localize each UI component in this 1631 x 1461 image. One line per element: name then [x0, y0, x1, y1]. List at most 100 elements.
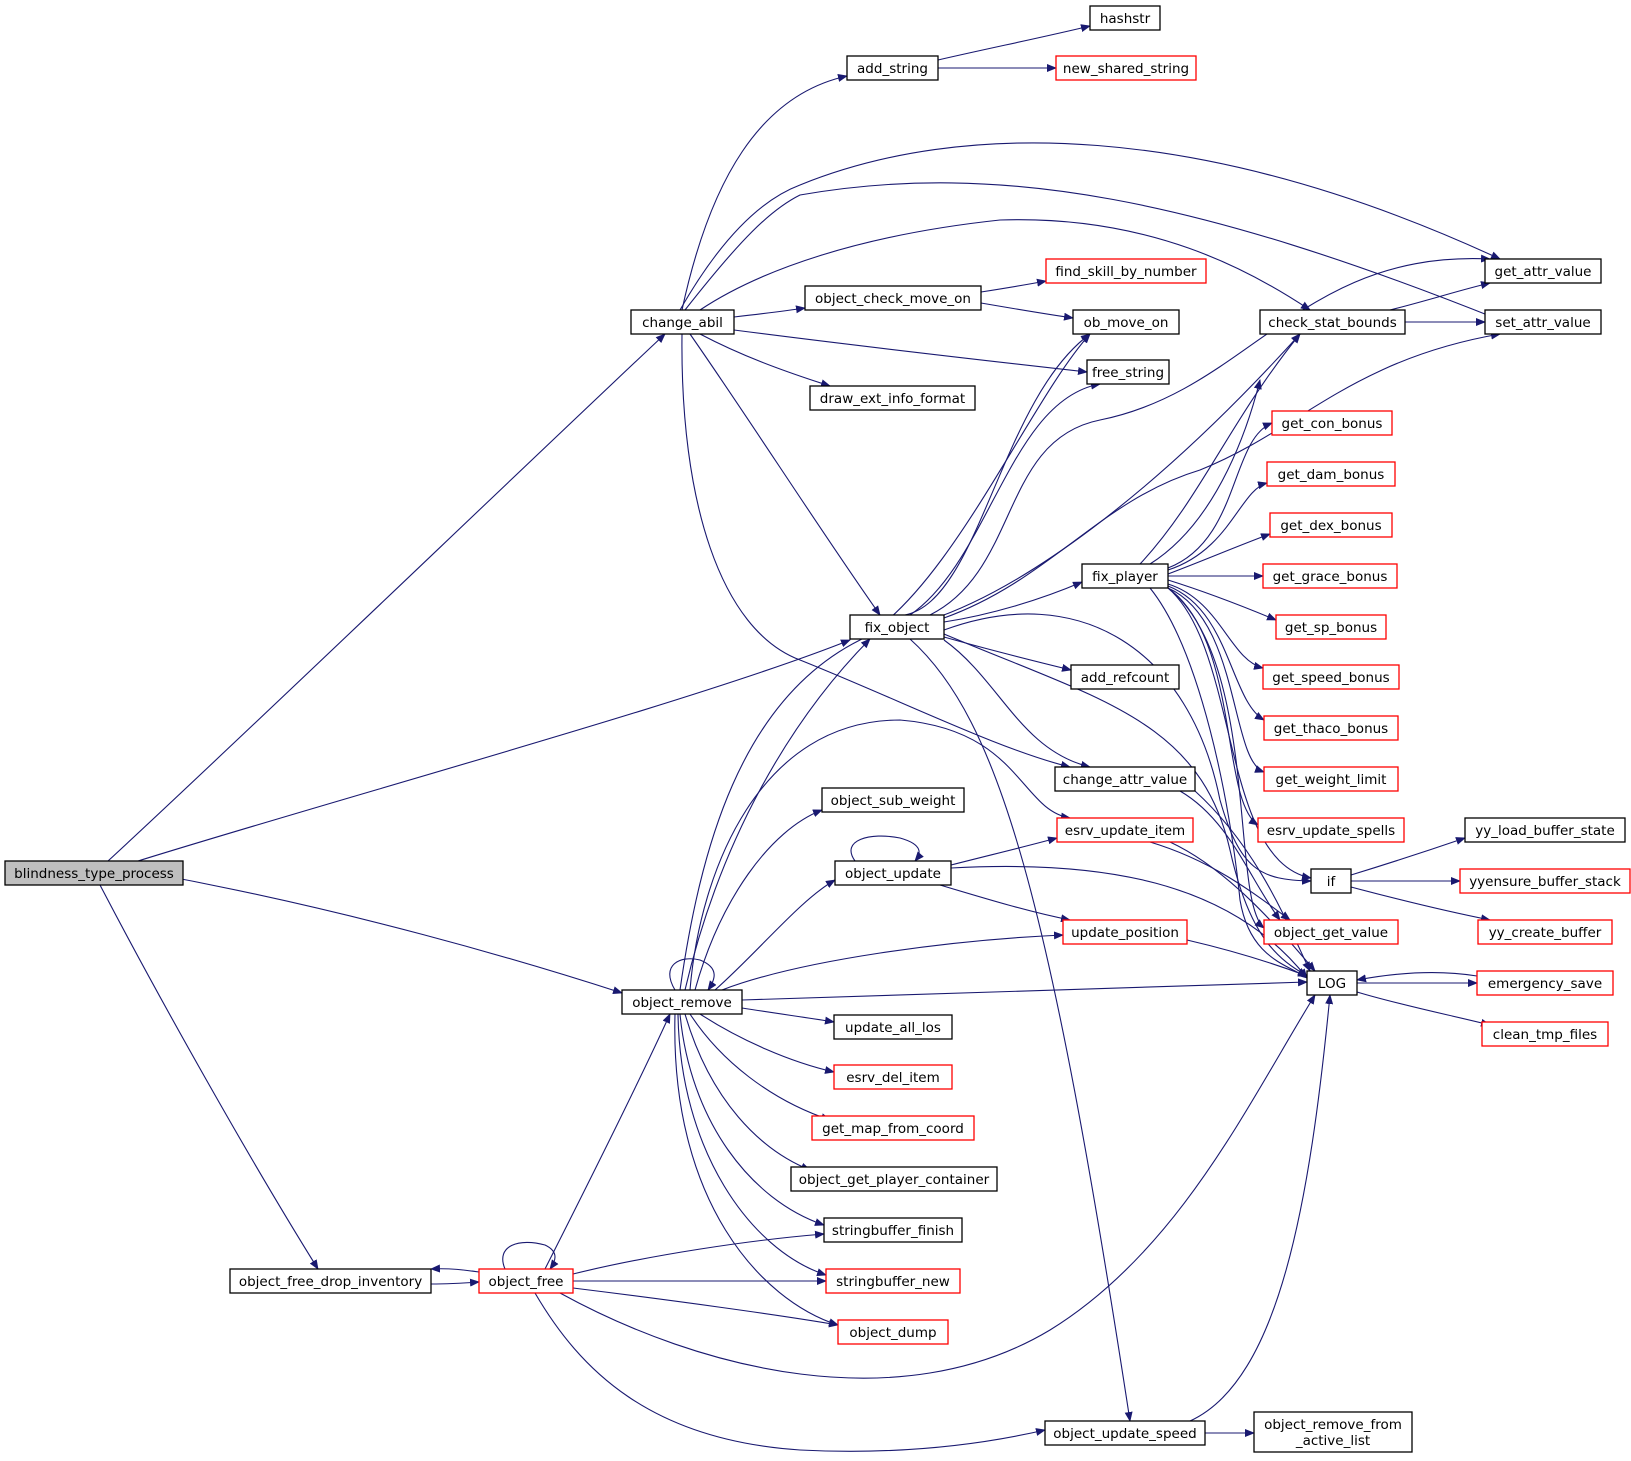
node-box: [1263, 919, 1399, 945]
node-update_all_los[interactable]: update_all_los: [833, 1014, 953, 1040]
node-free_string[interactable]: free_string: [1086, 359, 1170, 385]
node-box: [1054, 766, 1196, 792]
edge-change_abil-to-fix_object: [689, 333, 881, 616]
node-object_sub_weight[interactable]: object_sub_weight: [821, 787, 965, 813]
node-set_attr_value[interactable]: set_attr_value: [1484, 309, 1602, 335]
node-yy_create_buffer[interactable]: yy_create_buffer: [1477, 919, 1613, 945]
node-get_thaco_bonus[interactable]: get_thaco_bonus: [1263, 715, 1399, 741]
node-get_con_bonus[interactable]: get_con_bonus: [1271, 410, 1393, 436]
node-label: yy_load_buffer_state: [1475, 823, 1615, 839]
node-label: object_dump: [849, 1325, 936, 1341]
edge-object_remove-to-stringbuffer_new: [677, 1013, 827, 1276]
node-label: blindness_type_process: [14, 866, 174, 882]
node-get_attr_value[interactable]: get_attr_value: [1484, 258, 1602, 284]
node-box: [4, 860, 184, 886]
node-object_remove_from_active_list[interactable]: object_remove_from_active_list: [1253, 1411, 1413, 1453]
node-if[interactable]: if: [1310, 868, 1352, 894]
node-label: update_position: [1071, 925, 1179, 941]
node-get_dex_bonus[interactable]: get_dex_bonus: [1269, 512, 1393, 538]
edge-blindness_type_process-to-object_free_drop_inventory: [99, 884, 319, 1270]
node-object_get_player_container[interactable]: object_get_player_container: [790, 1166, 998, 1192]
node-hashstr[interactable]: hashstr: [1089, 5, 1161, 31]
call-edges: [99, 24, 1501, 1452]
edge-fix_player-to-get_thaco_bonus: [1167, 585, 1265, 721]
node-fix_object[interactable]: fix_object: [849, 614, 945, 640]
node-label: object_sub_weight: [831, 793, 956, 809]
node-box: [1257, 817, 1405, 843]
node-blindness_type_process[interactable]: blindness_type_process: [4, 860, 184, 886]
node-get_speed_bonus[interactable]: get_speed_bonus: [1262, 664, 1400, 690]
node-box: [1070, 664, 1180, 690]
node-clean_tmp_files[interactable]: clean_tmp_files: [1481, 1021, 1609, 1047]
node-object_get_value[interactable]: object_get_value: [1263, 919, 1399, 945]
node-add_string[interactable]: add_string: [846, 55, 939, 81]
node-label: object_update: [845, 866, 941, 882]
edge-change_abil-to-change_attr_value: [681, 333, 1071, 769]
node-box: [1310, 868, 1352, 894]
node-label: object_update_speed: [1053, 1426, 1196, 1442]
node-get_weight_limit[interactable]: get_weight_limit: [1263, 766, 1399, 792]
node-add_refcount[interactable]: add_refcount: [1070, 664, 1180, 690]
node-LOG[interactable]: LOG: [1306, 970, 1358, 996]
node-box: [1089, 5, 1161, 31]
node-box: [1263, 766, 1399, 792]
node-esrv_update_spells[interactable]: esrv_update_spells: [1257, 817, 1405, 843]
node-label: object_get_value: [1274, 925, 1388, 941]
edge-object_remove-to-stringbuffer_finish: [679, 1013, 825, 1226]
node-get_sp_bonus[interactable]: get_sp_bonus: [1275, 614, 1387, 640]
node-ob_move_on[interactable]: ob_move_on: [1072, 309, 1180, 335]
edge-add_string-to-hashstr: [937, 24, 1091, 61]
node-object_update[interactable]: object_update: [834, 860, 952, 886]
node-object_remove[interactable]: object_remove: [621, 989, 743, 1015]
node-get_grace_bonus[interactable]: get_grace_bonus: [1262, 563, 1398, 589]
node-box: [834, 860, 952, 886]
node-label: get_attr_value: [1495, 264, 1592, 280]
node-esrv_del_item[interactable]: esrv_del_item: [833, 1064, 953, 1090]
edge-object_remove-to-fix_object: [684, 638, 871, 991]
node-esrv_update_item[interactable]: esrv_update_item: [1056, 817, 1194, 843]
edge-fix_player-to-set_attr_value: [1149, 379, 1262, 565]
node-change_attr_value[interactable]: change_attr_value: [1054, 766, 1196, 792]
edge-if-to-yy_create_buffer: [1350, 886, 1491, 923]
node-draw_ext_info_format[interactable]: draw_ext_info_format: [809, 385, 976, 411]
node-stringbuffer_finish[interactable]: stringbuffer_finish: [823, 1217, 963, 1243]
edge-esrv_update_item-to-LOG: [1169, 841, 1316, 972]
node-label: yyensure_buffer_stack: [1469, 874, 1621, 890]
node-change_abil[interactable]: change_abil: [630, 309, 735, 335]
node-box: [1262, 664, 1400, 690]
node-box: [1269, 512, 1393, 538]
edge-fix_object-to-free_string: [909, 381, 1101, 616]
node-emergency_save[interactable]: emergency_save: [1476, 970, 1614, 996]
node-find_skill_by_number[interactable]: find_skill_by_number: [1045, 258, 1207, 284]
edge-change_abil-to-object_check_move_on: [733, 305, 806, 318]
edge-fix_object-to-set_attr_value: [943, 331, 1501, 619]
node-label: if: [1327, 874, 1337, 890]
edge-esrv_update_item-to-object_get_value: [1149, 841, 1291, 921]
node-label: stringbuffer_new: [836, 1274, 950, 1290]
node-object_dump[interactable]: object_dump: [837, 1319, 949, 1345]
node-yy_load_buffer_state[interactable]: yy_load_buffer_state: [1464, 817, 1626, 843]
edge-object_free-to-object_free: [502, 1241, 559, 1270]
node-get_map_from_coord[interactable]: get_map_from_coord: [811, 1115, 975, 1141]
node-yyensure_buffer_stack[interactable]: yyensure_buffer_stack: [1459, 868, 1631, 894]
edge-object_update-to-update_position: [939, 884, 1071, 923]
edge-fix_object-to-if: [943, 613, 1312, 885]
edge-change_abil-to-get_attr_value: [679, 142, 1501, 311]
edge-change_abil-to-draw_ext_info_format: [699, 333, 831, 388]
node-object_free_drop_inventory[interactable]: object_free_drop_inventory: [229, 1268, 432, 1294]
node-update_position[interactable]: update_position: [1062, 919, 1188, 945]
node-get_dam_bonus[interactable]: get_dam_bonus: [1266, 461, 1396, 487]
edge-fix_object-to-LOG: [943, 633, 1308, 977]
node-new_shared_string[interactable]: new_shared_string: [1055, 55, 1197, 81]
node-label: fix_player: [1092, 569, 1158, 585]
node-object_free[interactable]: object_free: [478, 1268, 574, 1294]
node-object_update_speed[interactable]: object_update_speed: [1044, 1420, 1206, 1446]
node-stringbuffer_new[interactable]: stringbuffer_new: [825, 1268, 961, 1294]
node-box: [1055, 55, 1197, 81]
node-box: [804, 285, 982, 311]
node-object_check_move_on[interactable]: object_check_move_on: [804, 285, 982, 311]
node-fix_player[interactable]: fix_player: [1081, 563, 1169, 589]
edge-change_abil-to-add_string: [681, 74, 848, 311]
node-check_stat_bounds[interactable]: check_stat_bounds: [1259, 309, 1406, 335]
node-box: [837, 1319, 949, 1345]
